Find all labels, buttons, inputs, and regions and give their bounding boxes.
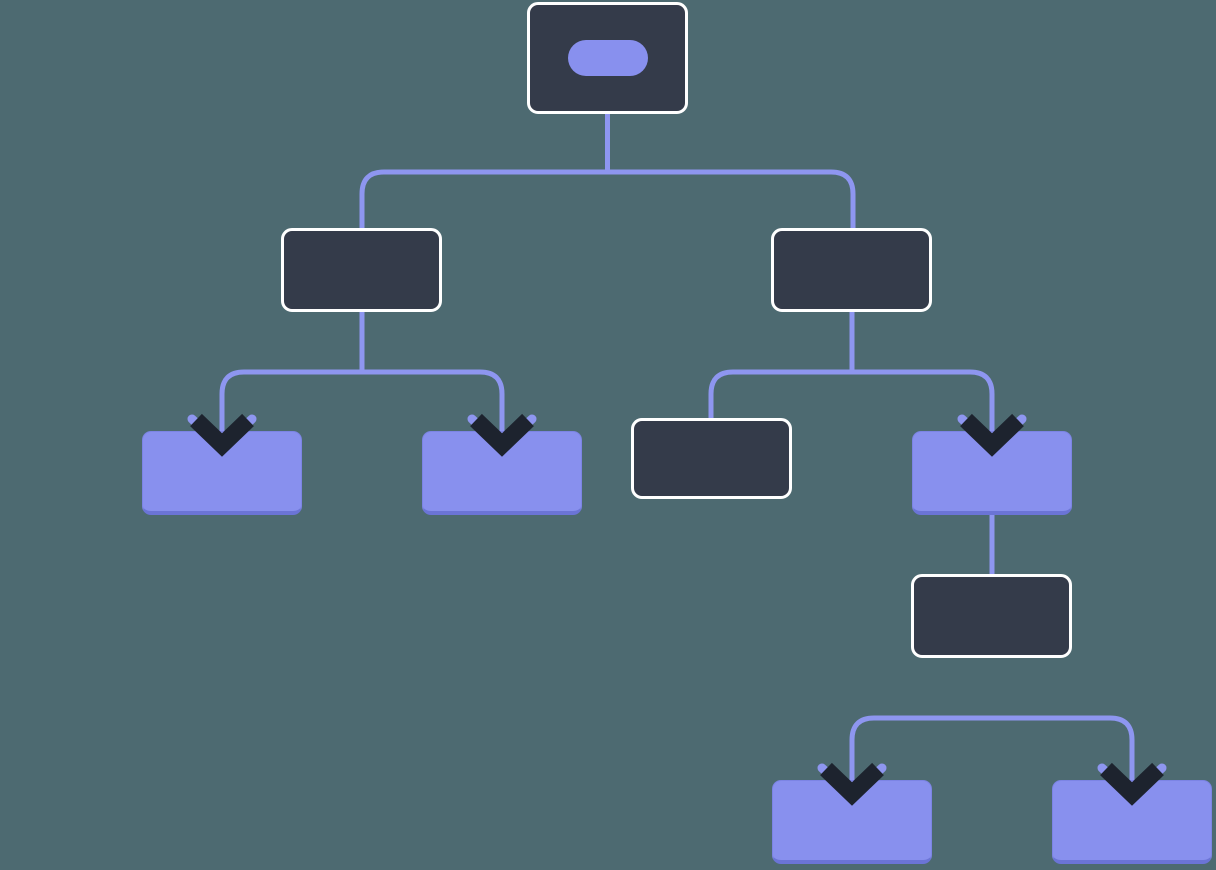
empty-group-node[interactable]: [631, 418, 792, 499]
leaf-node-2[interactable]: [422, 431, 582, 515]
root-node-badge[interactable]: [568, 40, 648, 76]
branch-node-left[interactable]: [281, 228, 442, 312]
branch-node-sub[interactable]: [911, 574, 1072, 658]
leaf-node-3[interactable]: [912, 431, 1072, 515]
leaf-node-4[interactable]: [772, 780, 932, 864]
leaf-node-5[interactable]: [1052, 780, 1212, 864]
leaf-node-1[interactable]: [142, 431, 302, 515]
branch-node-right[interactable]: [771, 228, 932, 312]
